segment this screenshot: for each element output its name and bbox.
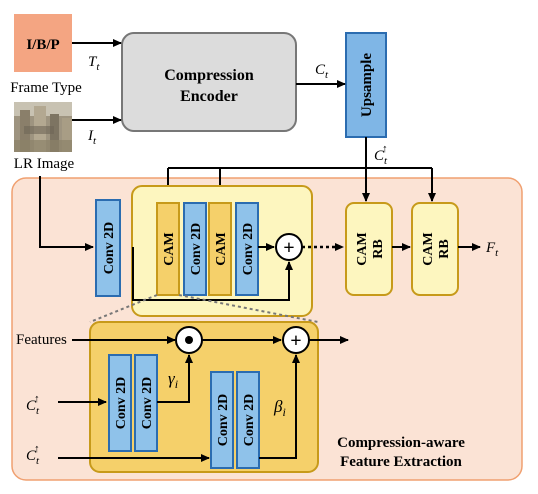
cam-label-1: CAM [162, 232, 177, 265]
frame-type-label: Frame Type [10, 80, 82, 96]
conv2d-block-first [95, 199, 121, 297]
conv2d-beta-1-label: Conv 2D [216, 394, 231, 447]
section-title-line1: Compression-aware [337, 435, 465, 451]
conv2d-block-3: Conv 2D [235, 202, 259, 296]
upsample-label: Upsample [359, 53, 375, 118]
label-T-t: Tt [88, 54, 100, 73]
lr-image [14, 102, 72, 152]
arrow-beta-add [259, 354, 300, 459]
frame-type-box-label: I/B/P [26, 37, 59, 53]
arrow-lr-conv [39, 176, 94, 251]
skip-connection [132, 247, 293, 301]
label-C-t-top: Ct [315, 62, 329, 81]
label-F-t: Ft [485, 240, 499, 259]
encoder-label-line2: Encoder [180, 88, 238, 105]
label-C-t-left: Ct↑ [26, 443, 40, 467]
conv2d-gamma-2: Conv 2D [134, 354, 158, 452]
conv2d-gamma-2-label: Conv 2D [140, 377, 155, 430]
encoder-label-line1: Compression [164, 67, 254, 84]
section-title-line2: Feature Extraction [340, 454, 462, 470]
conv2d-label-3: Conv 2D [241, 223, 256, 276]
conv2d-label-2: Conv 2D [189, 223, 204, 276]
label-I-t: It [87, 128, 97, 147]
arrow-gamma-mult [157, 354, 193, 403]
zoom-line-left [89, 294, 158, 323]
conv2d-label-first: Conv 2D [102, 222, 117, 275]
cam-label-2: CAM [214, 232, 229, 265]
features-label: Features [16, 332, 67, 348]
cam-block-2: CAM [208, 202, 232, 296]
label-C-t-up-left: Ct↑ [26, 393, 40, 417]
cam-rb-block-2 [411, 202, 459, 296]
conv2d-gamma-1-label: Conv 2D [114, 377, 129, 430]
compression-encoder [121, 32, 297, 132]
conv2d-gamma-1: Conv 2D [108, 354, 132, 452]
lr-image-label: LR Image [14, 156, 75, 172]
conv2d-beta-1: Conv 2D [210, 371, 234, 469]
label-beta: βi [273, 397, 286, 419]
add-node-detail-symbol: + [290, 330, 301, 352]
label-gamma: γi [168, 369, 178, 391]
conv2d-beta-2: Conv 2D [236, 371, 260, 469]
multiply-node-dot [185, 336, 193, 344]
conv2d-beta-2-label: Conv 2D [242, 394, 257, 447]
add-node-main-symbol: + [283, 237, 294, 259]
upsample-block [345, 32, 387, 138]
cam-rb-block-1 [345, 202, 393, 296]
conv2d-block-2: Conv 2D [183, 202, 207, 296]
frame-type-box [14, 14, 72, 72]
label-C-t-up: Ct↑ [374, 143, 388, 167]
cam-block-1: CAM [156, 202, 180, 296]
cam-rb-2-label: CAMRB [421, 232, 452, 265]
cam-rb-1-label: CAMRB [355, 232, 386, 265]
